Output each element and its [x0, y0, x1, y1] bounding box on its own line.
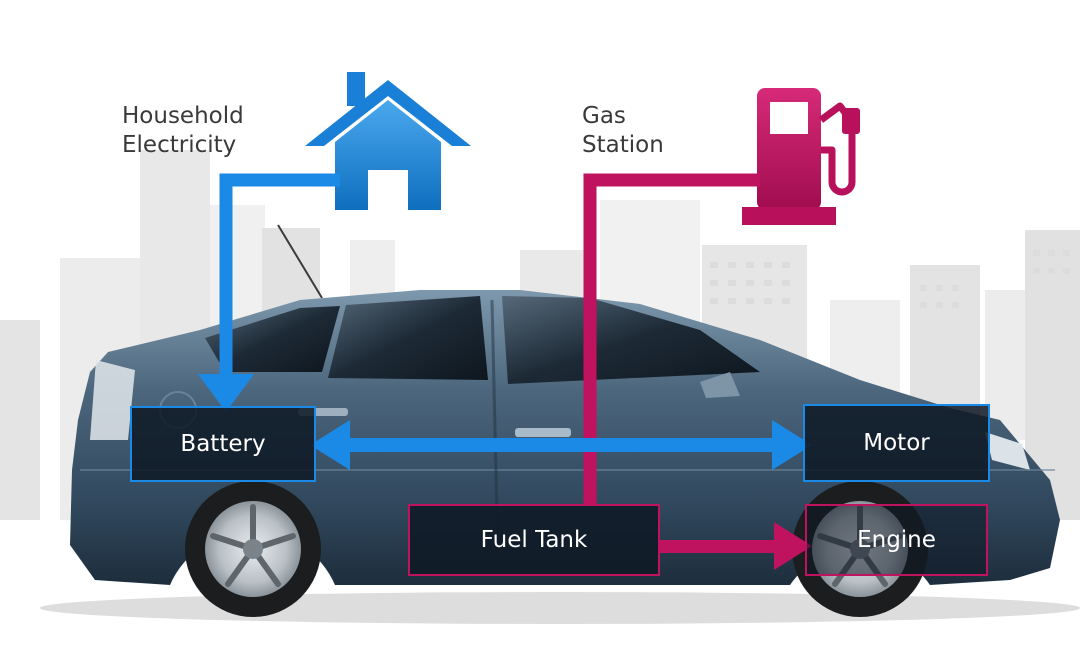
fueltank-engine-arrow [660, 522, 812, 570]
gas-to-fueltank-line [583, 173, 760, 504]
car-rear-window [328, 296, 488, 380]
fuel-tank-label: Fuel Tank [480, 527, 588, 553]
side-mirror [700, 372, 740, 398]
battery-motor-arrow [310, 420, 812, 470]
car-rear-glass [205, 306, 340, 372]
front-door-handle [515, 428, 571, 437]
fuel-pump-icon [742, 88, 860, 225]
engine-box: Engine [805, 504, 988, 576]
antenna [277, 224, 323, 299]
household-label-line2: Electricity [122, 132, 237, 158]
car-front-window [502, 296, 760, 384]
car-taillight [90, 360, 135, 440]
motor-label: Motor [863, 430, 930, 456]
fuel-tank-box: Fuel Tank [408, 504, 660, 576]
house-icon [305, 72, 471, 210]
engine-label: Engine [857, 527, 936, 553]
household-electricity-label: Household Electricity [122, 102, 244, 160]
gas-label-line1: Gas [582, 103, 626, 129]
battery-box: Battery [130, 406, 316, 482]
motor-box: Motor [803, 404, 990, 482]
battery-label: Battery [180, 431, 266, 457]
gas-label-line2: Station [582, 132, 664, 158]
rear-wheel [185, 481, 321, 617]
household-label-line1: Household [122, 103, 244, 129]
ground-shadow [40, 592, 1080, 624]
gas-station-label: Gas Station [582, 102, 664, 160]
household-to-battery-arrow [198, 173, 340, 412]
car-headlight [985, 432, 1030, 470]
